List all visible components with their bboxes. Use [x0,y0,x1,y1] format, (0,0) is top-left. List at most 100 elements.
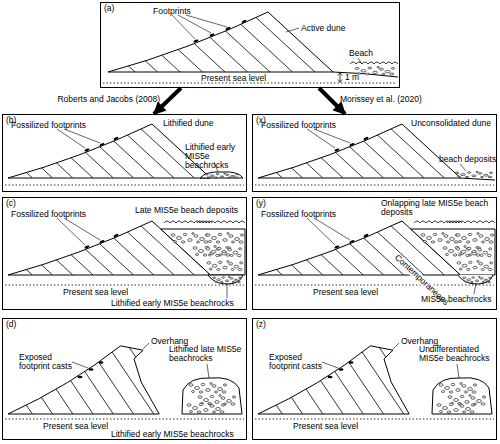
footprint [84,148,90,152]
citation-label: Roberts and Jacobs (2008) [56,95,160,104]
eroded-dune [8,317,194,414]
footprint-cast [99,361,104,363]
sea-waves [197,221,245,223]
panel-box: (z)OverhangExposed footprint castsPresen… [252,318,497,440]
beach-pebbles [171,233,209,244]
footprint-cast [328,376,333,378]
annotation-label: Fossilized footprints [261,121,336,130]
leader-line [72,362,88,368]
scale-arrow [338,73,342,83]
sea-level-line [255,285,494,286]
annotation-label: beach deposits [439,155,496,164]
footprint [334,148,340,152]
footprint [84,245,90,249]
leader-line [143,343,149,349]
panel-box: (d)OverhangExposed footprint castsPresen… [2,318,247,440]
footprint [349,142,355,146]
footprint [241,19,247,24]
panel-a-art [103,5,398,83]
annotation-label: Present sea level [293,422,358,431]
sea-level-line [5,185,244,186]
active-dune [108,5,333,72]
annotation-label: Exposed footprint casts [269,353,331,371]
footprint [349,239,355,243]
leader-line [457,364,459,378]
annotation-label: Beach [349,49,373,58]
footprint [209,33,215,37]
beach-pebbles [456,233,494,244]
sea-waves [447,221,495,223]
panel-box: (b)Fossilized footprintsLithified duneLi… [2,114,247,192]
footprint [193,39,199,43]
sea-waves [350,62,398,64]
footprint [363,233,369,237]
panel-box: (a)FootprintsActive duneBeachPresent sea… [100,2,400,88]
leader-line [460,164,466,171]
annotation-label: Onlapping late MIS5e beach deposits [381,199,496,217]
beachrock-pebbles [463,276,491,282]
annotation-label: Late MIS5e beach deposits [135,206,238,215]
leader-line [393,343,399,349]
panel-z-art [255,317,494,419]
annotation-label: Footprints [153,7,191,16]
leader-line [307,129,350,148]
beachrock-body [200,172,243,178]
annotation-label: Active dune [301,24,345,33]
footprint [334,245,340,249]
leader-line [172,15,227,39]
footprint-cast [339,368,344,370]
sea-level-line [255,185,494,186]
beach-pebbles [457,261,493,271]
footprint-cast [89,368,94,370]
panel-c-art [5,215,245,298]
panel-box: (c)Fossilized footprintsLate MIS5e beach… [2,197,247,310]
beachrock-pebbles [213,276,241,282]
leader-line [322,362,338,368]
beach-pebbles [421,233,459,244]
leader-line [358,58,362,64]
beach-surface [460,178,495,180]
beachrock-pebbles [448,395,486,406]
leader-line [286,28,299,32]
annotation-label: Fossilized footprints [11,210,86,219]
footprint-cast [349,361,354,363]
annotation-label: Fossilized footprints [11,121,86,130]
footprint [113,233,119,237]
citation-label: Morissey et al. (2020) [340,95,460,104]
panel-y-art [255,215,495,294]
beachrock-pebbles [205,173,239,178]
footprint [113,136,119,140]
beachrock-pebbles [187,403,225,414]
annotation-label: Fossilized footprints [261,210,336,219]
leader-line [307,218,350,245]
beachrock-pebbles [437,403,475,414]
annotation-label: Lithified early MIS5e beachrocks [111,299,234,308]
beachrock-body [208,275,243,284]
beach-pebbles [206,247,242,257]
beach-deposit-body [161,229,245,275]
beach-pebbles [456,247,492,257]
beachrock-pebbles [189,383,227,394]
sea-level-line [255,419,494,420]
panel-d-art [5,317,244,419]
footprint [363,136,369,140]
panel-letter: (z) [256,320,266,329]
leader-line [57,218,100,245]
eroded-dune [258,317,444,414]
annotation-label: Lithified early MIS5e beachrocks [111,430,234,439]
beach-deposit-body [411,229,495,275]
sea-level-line [5,419,244,420]
annotation-label: Lithified early MIS5e beachrocks [185,143,247,171]
sea-level-line [5,285,244,286]
footprint [99,142,105,146]
panel-letter: (d) [6,320,16,329]
annotation-label: Present sea level [63,288,128,297]
beach-pebbles [206,233,244,244]
annotation-label: Lithified dune [163,119,214,128]
annotation-label: 1 m [345,73,359,82]
annotation-label: Present sea level [43,422,108,431]
beach-pebbles [355,66,394,74]
